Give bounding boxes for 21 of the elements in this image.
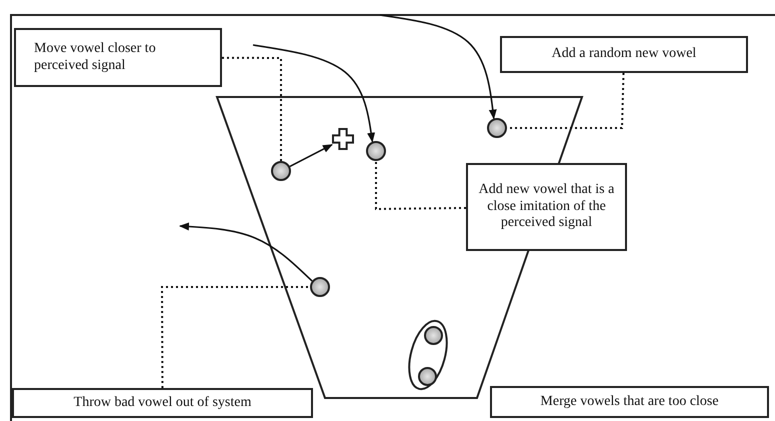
leader-line <box>507 72 624 129</box>
leader-line <box>375 161 466 210</box>
label-box: Add new vowel that is a close imitation of the perceived signal <box>466 163 627 251</box>
vowel-circle <box>366 141 386 161</box>
arrow <box>290 144 333 168</box>
arrow <box>380 14 497 120</box>
label-box: Throw bad vowel out of system <box>12 388 313 418</box>
vowel-circle <box>271 161 291 181</box>
merge-ellipse <box>409 320 447 390</box>
label-box: Add a random new vowel <box>500 36 748 73</box>
label-box: Move vowel closer to perceived signal <box>14 28 222 87</box>
label-box: Merge vowels that are too close <box>490 386 769 418</box>
vowel-circle <box>310 277 330 297</box>
arrow <box>252 44 376 143</box>
vowel-circle <box>418 367 437 386</box>
vowel-circle <box>487 118 507 138</box>
leader-line <box>161 286 310 388</box>
leader-line <box>222 56 282 161</box>
arrow <box>179 222 313 282</box>
plus-sign <box>332 128 354 150</box>
vowel-circle <box>424 326 443 345</box>
